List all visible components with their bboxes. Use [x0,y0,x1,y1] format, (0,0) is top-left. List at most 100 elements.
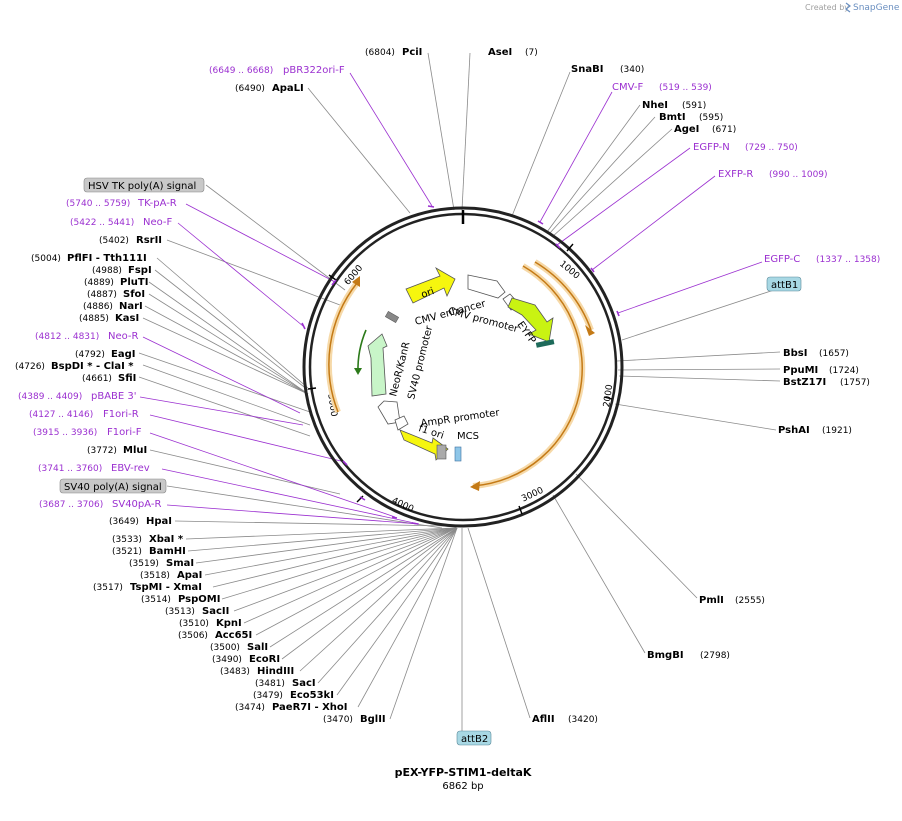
site-name: BspDI * - ClaI * [51,361,134,372]
site-name: SacII [202,606,229,617]
site-name: Acc65I [215,630,252,641]
ruler-ticks [307,243,613,515]
site-pos: (5402) [99,236,129,246]
primer-range: (4389 .. 4409) [18,392,82,402]
orf-arcs [325,259,595,491]
site-name: EagI [111,349,135,360]
snapgene-logo-icon [845,2,851,13]
primer-name: Neo-F [143,217,173,228]
primer-name: pBABE 3' [91,391,137,402]
feature-mcs [436,444,462,462]
primer-range: (519 .. 539) [659,83,712,93]
site-pos: (2555) [735,596,765,606]
boxed-label: HSV TK poly(A) signal [88,181,196,192]
site-pos: (3521) [112,547,142,557]
site-pos: (3470) [323,715,353,725]
site-name: SnaBI [571,64,603,75]
primer-labels: (6649 .. 6668) pBR322ori-F CMV-F (519 ..… [18,65,880,510]
site-name: BmgBI [647,650,684,661]
site-pos: (1724) [829,366,859,376]
site-name: AflII [532,714,555,725]
site-name: KpnI [216,618,242,629]
site-pos: (3481) [255,679,285,689]
site-name: PspOMI [178,594,220,605]
site-pos: (6490) [235,84,265,94]
site-name: ApaI [177,570,202,581]
primer-name: F1ori-R [103,409,139,420]
site-name: HindIII [257,666,294,677]
site-labels-right: AseI (7) SnaBI (340) NheI (591) BmtI (59… [488,47,870,725]
site-name: PaeR7I - XhoI [272,702,348,713]
site-name: FspI [128,265,152,276]
boxed-label: attB2 [461,734,488,745]
primer-name: SV40pA-R [112,499,161,510]
site-pos: (3772) [87,446,117,456]
site-name: SfoI [123,289,145,300]
primer-markers [301,205,620,525]
site-name: HpaI [146,516,172,527]
site-name: KasI [115,313,139,324]
site-pos: (3490) [212,655,242,665]
credit-text: Created by [805,3,849,12]
primer-name: EGFP-N [693,142,730,153]
site-pos: (4988) [92,266,122,276]
feature-eyfp [507,297,555,348]
primer-range: (5422 .. 5441) [70,218,134,228]
site-name: Eco53kI [290,690,334,701]
site-name: BglII [360,714,386,725]
primer-name: EGFP-C [764,254,800,265]
tick-label-3000: 3000 [520,486,545,505]
site-pos: (4889) [84,278,114,288]
site-labels-left: (6490) ApaLI (6804) PciI (5402) RsrII (5… [15,47,422,725]
primer-range: (6649 .. 6668) [209,66,273,76]
primer-name: F1ori-F [107,427,142,438]
site-pos: (3500) [210,643,240,653]
feature-neokanr [367,333,388,397]
site-name: PshAI [778,425,810,436]
site-pos: (4792) [75,350,105,360]
site-name: PciI [402,47,422,58]
site-name: PmlI [699,595,724,606]
site-name: BmtI [659,112,686,123]
site-pos: (3518) [140,571,170,581]
site-name: NarI [119,301,143,312]
primer-range: (1337 .. 1358) [816,255,880,265]
site-pos: (1757) [840,378,870,388]
site-pos: (3533) [112,535,142,545]
site-name: SalI [247,642,268,653]
plasmid-length: 6862 bp [442,781,483,792]
site-name: SacI [292,678,316,689]
site-pos: (4726) [15,362,45,372]
primer-name: pBR322ori-F [283,65,345,76]
site-pos: (671) [712,125,736,135]
plasmid-name: pEX-YFP-STIM1-deltaK [395,766,532,779]
site-pos: (3506) [178,631,208,641]
site-name: BstZ17I [783,377,826,388]
feature-cmv-enhancer [467,274,506,299]
feature-ampr-promoter [394,415,409,431]
primer-range: (3741 .. 3760) [38,464,102,474]
site-name: EcoRI [249,654,280,665]
boxed-attb1: attB1 [766,276,802,292]
boxed-attb2: attB2 [456,730,492,746]
primer-name: EBV-rev [111,463,150,474]
site-name: ApaLI [272,83,304,94]
site-name: RsrII [136,235,162,246]
site-pos: (595) [699,113,723,123]
feature-grey-marker [384,311,400,323]
site-pos: (4886) [83,302,113,312]
primer-name: TK-pA-R [137,198,177,209]
site-pos: (3483) [220,667,250,677]
site-name: XbaI * [149,534,184,545]
site-name: AseI [488,47,512,58]
site-name: AgeI [674,124,699,135]
site-name: SmaI [166,558,194,569]
boxed-label: SV40 poly(A) signal [64,482,162,493]
site-pos: (1921) [822,426,852,436]
primer-name: EXFP-R [718,169,753,180]
site-pos: (340) [620,65,644,75]
inner-arrow [354,329,367,375]
primer-range: (3687 .. 3706) [39,500,103,510]
feature-ori [405,266,456,304]
